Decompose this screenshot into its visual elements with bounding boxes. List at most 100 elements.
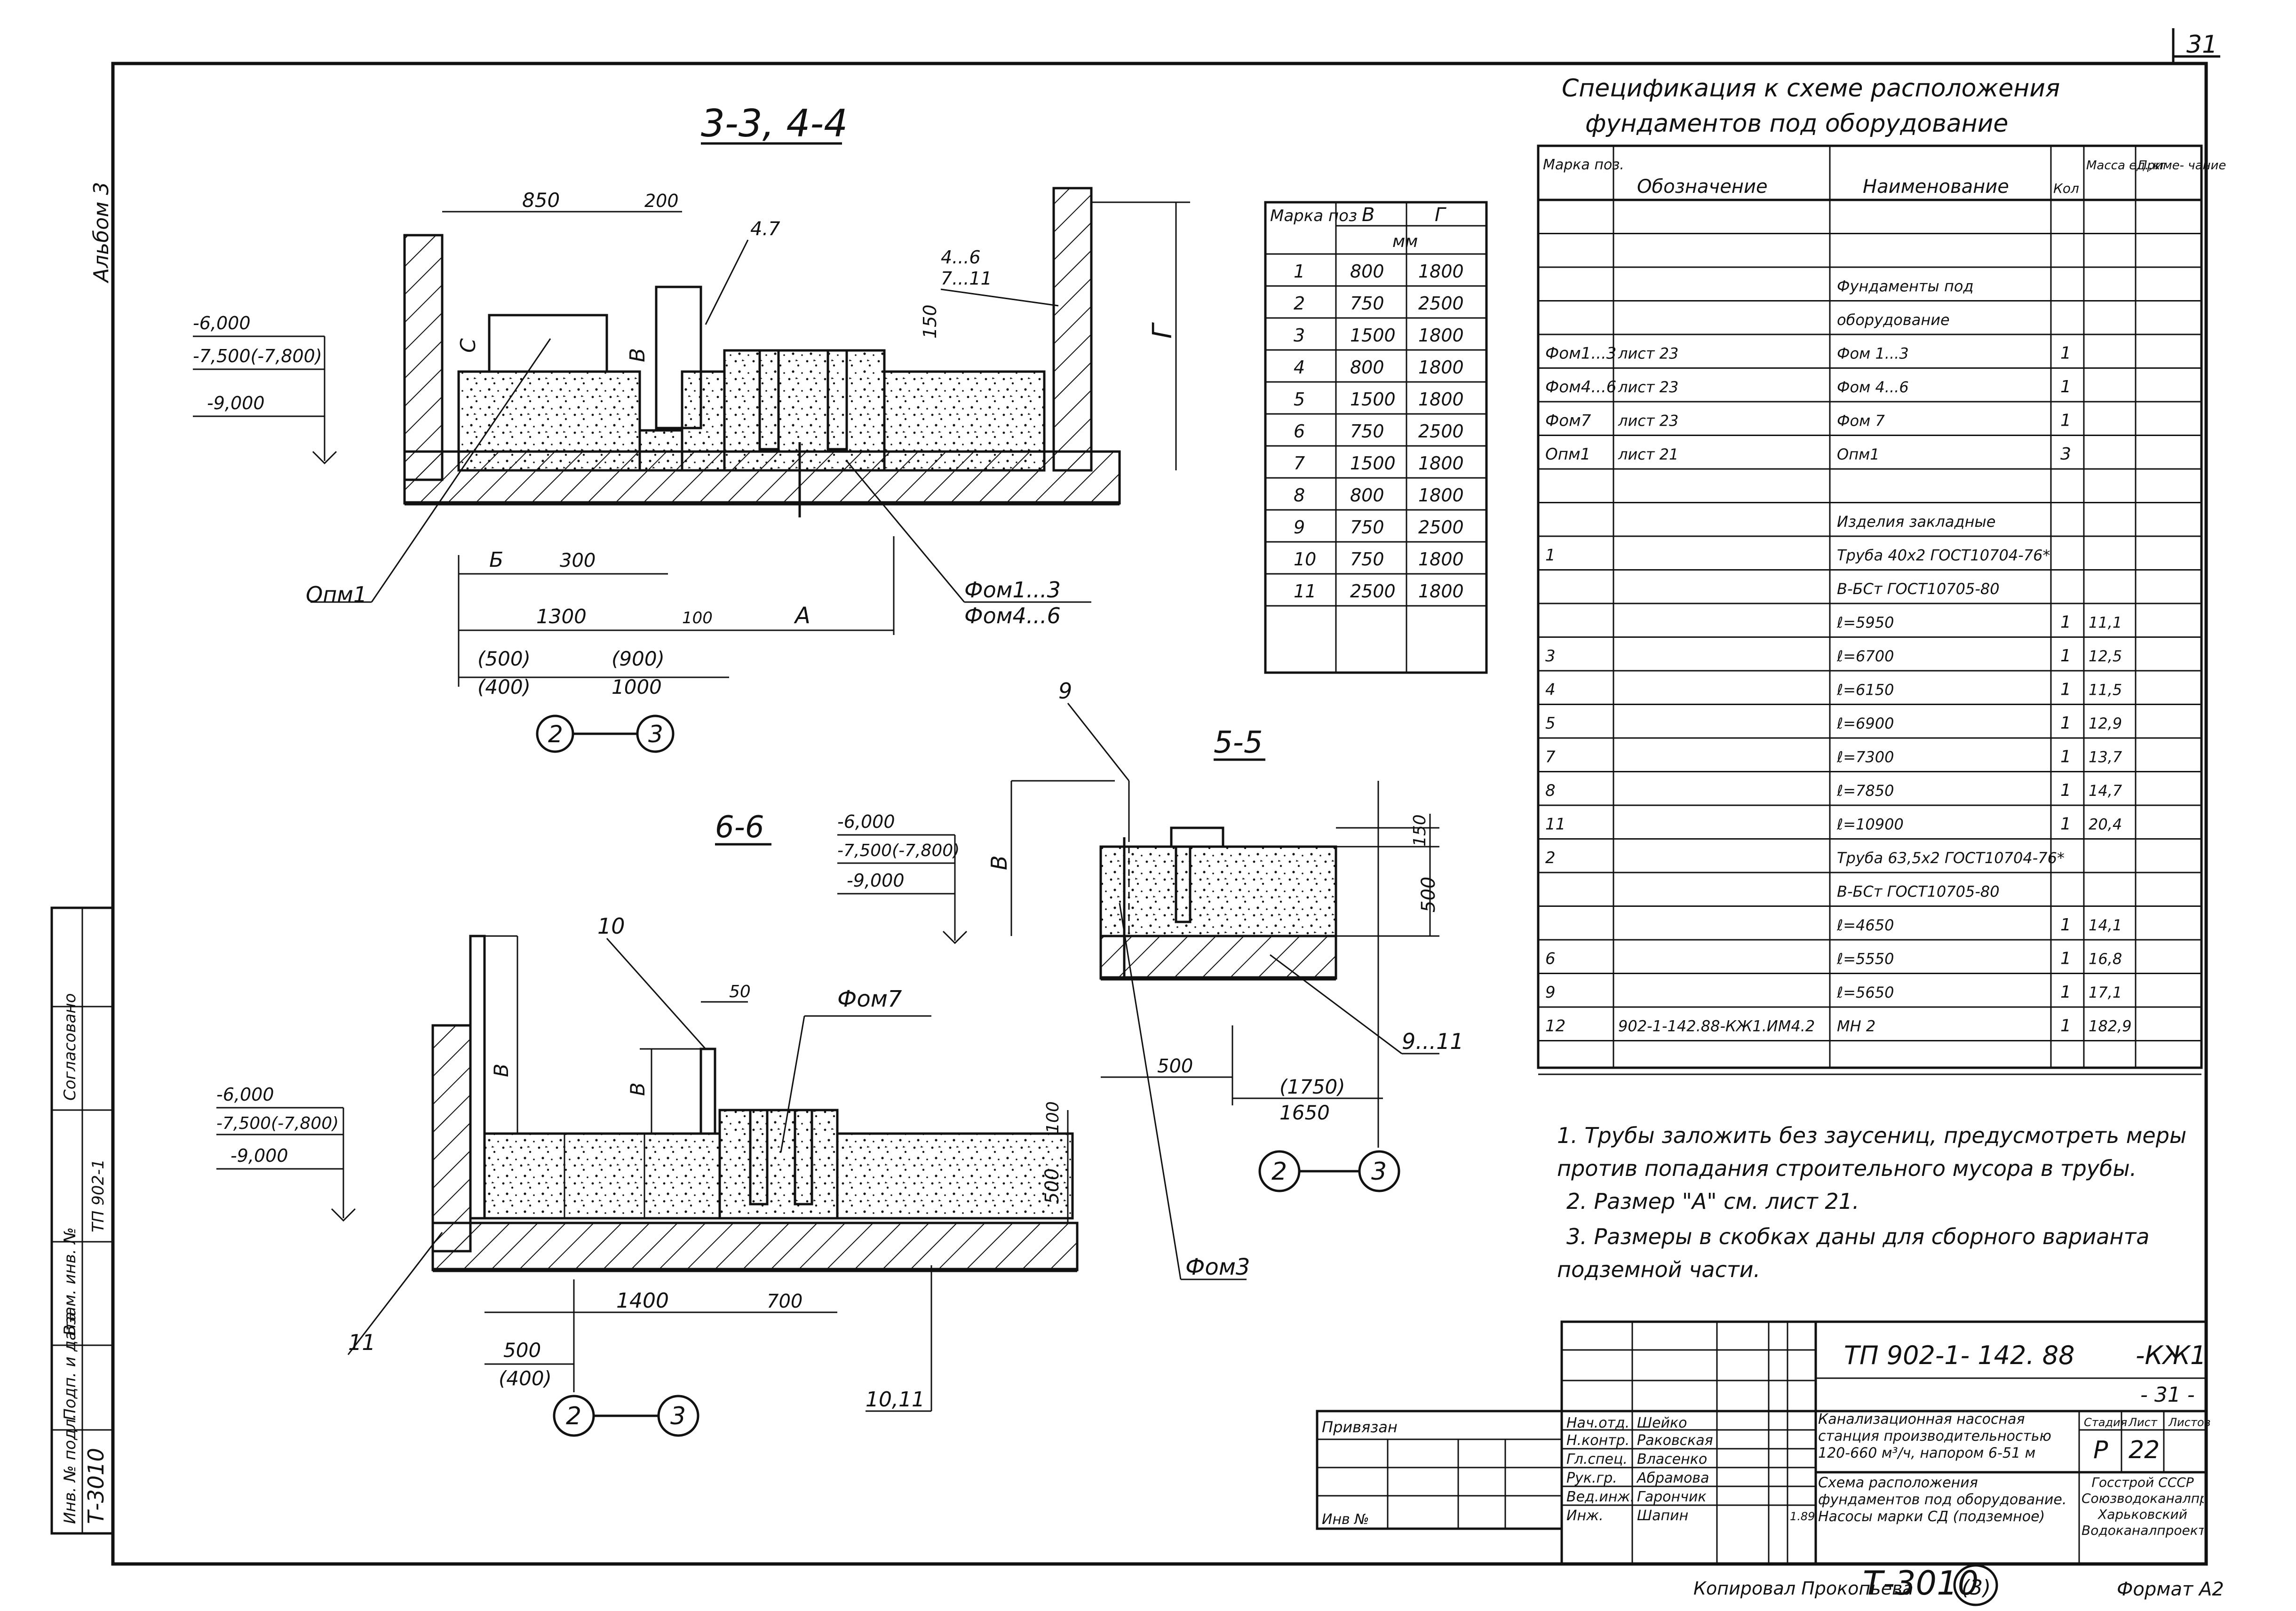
svg-text:А: А <box>794 603 810 629</box>
svg-text:Инв. № подл.: Инв. № подл. <box>61 1413 79 1524</box>
spec-cell: ℓ=5950 <box>1836 614 1894 632</box>
spec-title-1: Спецификация к схеме расположения <box>1562 74 2060 103</box>
section-3-3-4-4: 3-3, 4-4 850 200 4.7 4...6 7...11 150 <box>193 102 1190 753</box>
spec-cell: лист 23 <box>1618 378 1678 396</box>
svg-text:-9,000: -9,000 <box>847 870 905 891</box>
spec-cell: 1 <box>2060 915 2071 935</box>
dim-cell: 2500 <box>1350 581 1396 602</box>
mark-cell: 4 <box>1294 357 1305 378</box>
left-stamp: Т-3010 Инв. № подл. Подп. и дата Взам. и… <box>50 906 114 1535</box>
svg-text:Стадия: Стадия <box>2084 1416 2127 1429</box>
svg-text:В: В <box>490 1063 513 1077</box>
spec-cell: ℓ=6900 <box>1836 714 1894 732</box>
svg-text:В: В <box>626 348 650 362</box>
spec-cell: 182,9 <box>2089 1017 2132 1035</box>
svg-text:(400): (400) <box>499 1367 552 1390</box>
title-block: ТП 902-1- 142. 88 -КЖ1 - 31 - Нач.отд. Н… <box>1316 1320 2211 1565</box>
spec-cell: 1 <box>2060 344 2071 363</box>
spec-cell: ℓ=5650 <box>1836 984 1894 1001</box>
svg-text:1. Трубы заложить без заусениц: 1. Трубы заложить без заусениц, предусмо… <box>1557 1123 2186 1148</box>
spec-cell: 1 <box>2060 613 2071 632</box>
tb-code: ТП 902-1- 142. 88 <box>1844 1341 2074 1370</box>
svg-text:9: 9 <box>1058 678 1072 704</box>
svg-text:(400): (400) <box>477 675 531 698</box>
svg-text:3: 3 <box>670 1402 686 1430</box>
svg-text:500: 500 <box>1041 1168 1063 1204</box>
svg-text:200: 200 <box>644 190 679 211</box>
svg-text:1300: 1300 <box>536 605 587 628</box>
svg-text:Лист: Лист <box>2128 1416 2158 1429</box>
dim-cell: 1800 <box>1418 389 1464 410</box>
svg-text:1000: 1000 <box>612 675 662 698</box>
svg-text:Б: Б <box>489 548 503 572</box>
svg-text:Обозначение: Обозначение <box>1637 176 1768 198</box>
svg-text:Инв №: Инв № <box>1322 1511 1369 1528</box>
spec-cell: 2 <box>1545 849 1556 867</box>
svg-text:-6,000: -6,000 <box>837 811 895 832</box>
spec-cell: 1 <box>2060 377 2071 397</box>
dim-cell: 800 <box>1350 261 1384 282</box>
svg-text:22: 22 <box>2129 1436 2160 1464</box>
svg-text:Р: Р <box>2093 1436 2108 1464</box>
dim-cell: 1800 <box>1418 581 1464 602</box>
spec-cell: 1 <box>2060 815 2071 834</box>
svg-text:3: 3 <box>1371 1158 1387 1186</box>
dim-cell: 2500 <box>1418 421 1464 442</box>
notes: 1. Трубы заложить без заусениц, предусмо… <box>1557 1123 2186 1282</box>
svg-text:700: 700 <box>767 1291 802 1312</box>
svg-text:Н.контр.: Н.контр. <box>1566 1432 1629 1449</box>
dim-cell: 750 <box>1350 517 1384 538</box>
dim-cell: 1800 <box>1418 453 1464 474</box>
svg-text:Взам. инв. №: Взам. инв. № <box>61 1227 79 1336</box>
dim-cell: 800 <box>1350 485 1384 506</box>
svg-text:50: 50 <box>729 982 751 1001</box>
spec-cell: 4 <box>1545 681 1556 699</box>
spec-cell: 20,4 <box>2089 816 2122 833</box>
spec-cell: ℓ=7300 <box>1836 748 1894 766</box>
spec-cell: Фом4...6 <box>1545 378 1616 397</box>
svg-text:Приме- чание: Приме- чание <box>2138 159 2226 173</box>
spec-cell: 16,8 <box>2089 950 2122 968</box>
spec-cell: 6 <box>1545 950 1556 968</box>
svg-text:-6,000: -6,000 <box>216 1084 274 1105</box>
svg-text:Нач.отд.: Нач.отд. <box>1566 1415 1629 1431</box>
spec-cell: лист 21 <box>1618 445 1678 463</box>
dim-cell: 750 <box>1350 549 1384 570</box>
svg-text:против попадания строительного: против попадания строительного мусора в … <box>1557 1156 2137 1181</box>
spec-cell: Труба 40х2 ГОСТ10704-76* <box>1837 547 2050 564</box>
tb-project-name: Канализационная насосная станция произво… <box>1818 1411 2051 1461</box>
spec-cell: 1 <box>2060 680 2071 699</box>
spec-cell: 14,1 <box>2089 916 2122 934</box>
spec-cell: 1 <box>2060 983 2071 1002</box>
svg-text:(3): (3) <box>1962 1576 1991 1600</box>
svg-text:Гл.спец.: Гл.спец. <box>1566 1451 1628 1468</box>
spec-cell: 8 <box>1545 781 1556 800</box>
dim-cell: 1800 <box>1418 485 1464 506</box>
spec-cell: Опм1 <box>1545 445 1590 464</box>
svg-text:подземной части.: подземной части. <box>1557 1257 1760 1282</box>
svg-text:150: 150 <box>920 304 940 339</box>
tb-doc: -КЖ1 <box>2136 1341 2206 1370</box>
svg-text:-9,000: -9,000 <box>230 1145 288 1166</box>
svg-text:1.89: 1.89 <box>1790 1510 1815 1523</box>
tb-org: Госстрой СССР Союзводоканалпроект Харько… <box>2081 1475 2204 1538</box>
svg-text:Шейко: Шейко <box>1637 1415 1687 1431</box>
svg-text:- 31 -: - 31 - <box>2140 1383 2195 1407</box>
spec-cell: Фом 1...3 <box>1837 345 1909 363</box>
section-5-5: 5-5 В 9 150 500 500 (1750) 1650 9...11 Ф… <box>837 678 1464 1280</box>
svg-text:ТП 902-1: ТП 902-1 <box>89 1159 108 1232</box>
mark-cell: 3 <box>1294 325 1305 346</box>
svg-text:2: 2 <box>1271 1158 1287 1186</box>
spec-cell: Опм1 <box>1837 445 1880 463</box>
dim-cell: 1800 <box>1418 325 1464 346</box>
svg-text:(1750): (1750) <box>1279 1075 1345 1098</box>
spec-cell: 17,1 <box>2089 984 2122 1001</box>
section-title-66: 6-6 <box>715 810 764 845</box>
dim-cell: 750 <box>1350 421 1384 442</box>
spec-cell: 12,9 <box>2089 714 2122 732</box>
spec-cell: В-БСт ГОСТ10705-80 <box>1837 580 2000 598</box>
svg-text:3: 3 <box>648 721 663 748</box>
spec-cell: 9 <box>1545 983 1556 1002</box>
